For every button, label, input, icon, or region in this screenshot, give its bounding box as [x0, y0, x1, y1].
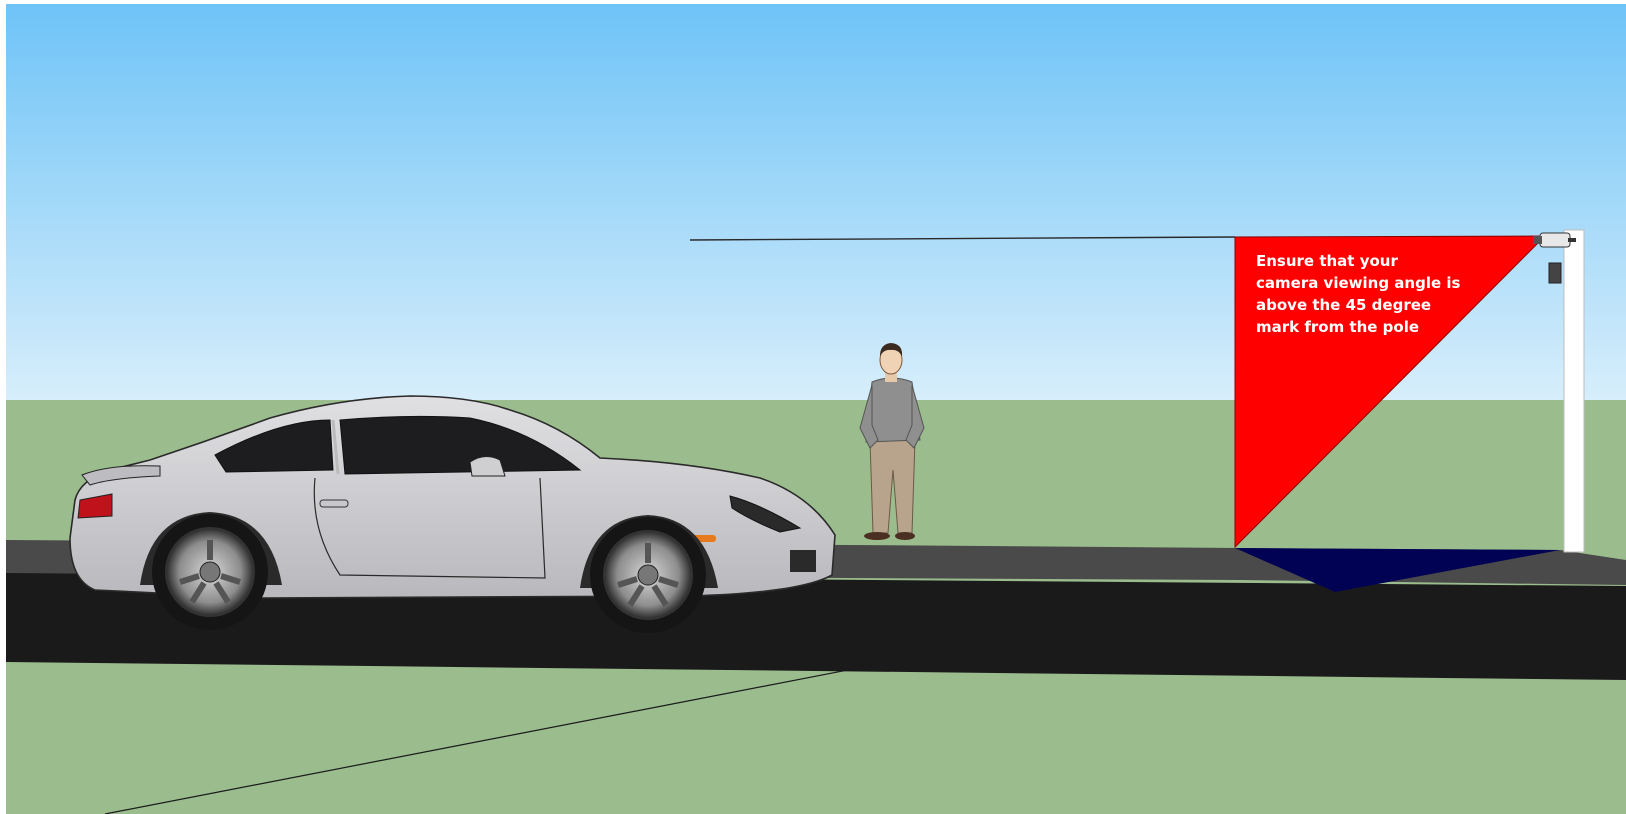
junction-box — [1549, 263, 1561, 283]
pole — [1564, 230, 1584, 552]
front-wheel — [590, 517, 706, 633]
camera-angle-annotation: Ensure that your camera viewing angle is… — [1256, 250, 1486, 338]
rear-wheel — [152, 514, 268, 630]
